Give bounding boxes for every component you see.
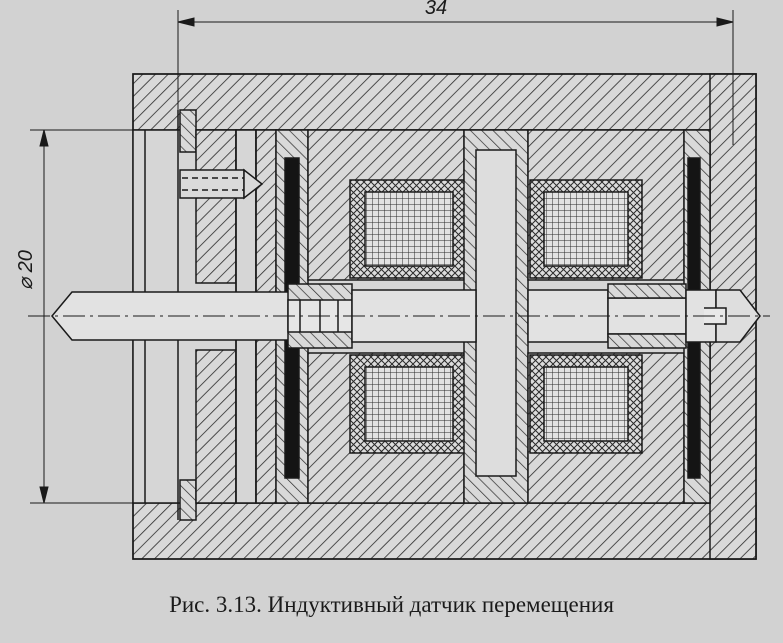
dimension-diameter-label: ⌀ 20 bbox=[15, 250, 37, 290]
fixing-screw bbox=[179, 168, 264, 200]
sensor-drawing: 34 ⌀ 20 bbox=[15, 0, 770, 560]
dimension-width bbox=[177, 10, 734, 145]
dimension-width-label: 34 bbox=[425, 0, 447, 19]
core-right bbox=[527, 129, 685, 504]
left-cover bbox=[144, 109, 277, 521]
figure-caption: Рис. 3.13. Индуктивный датчик перемещени… bbox=[169, 592, 614, 617]
core-left bbox=[307, 129, 469, 504]
dimension-diameter bbox=[30, 129, 145, 504]
